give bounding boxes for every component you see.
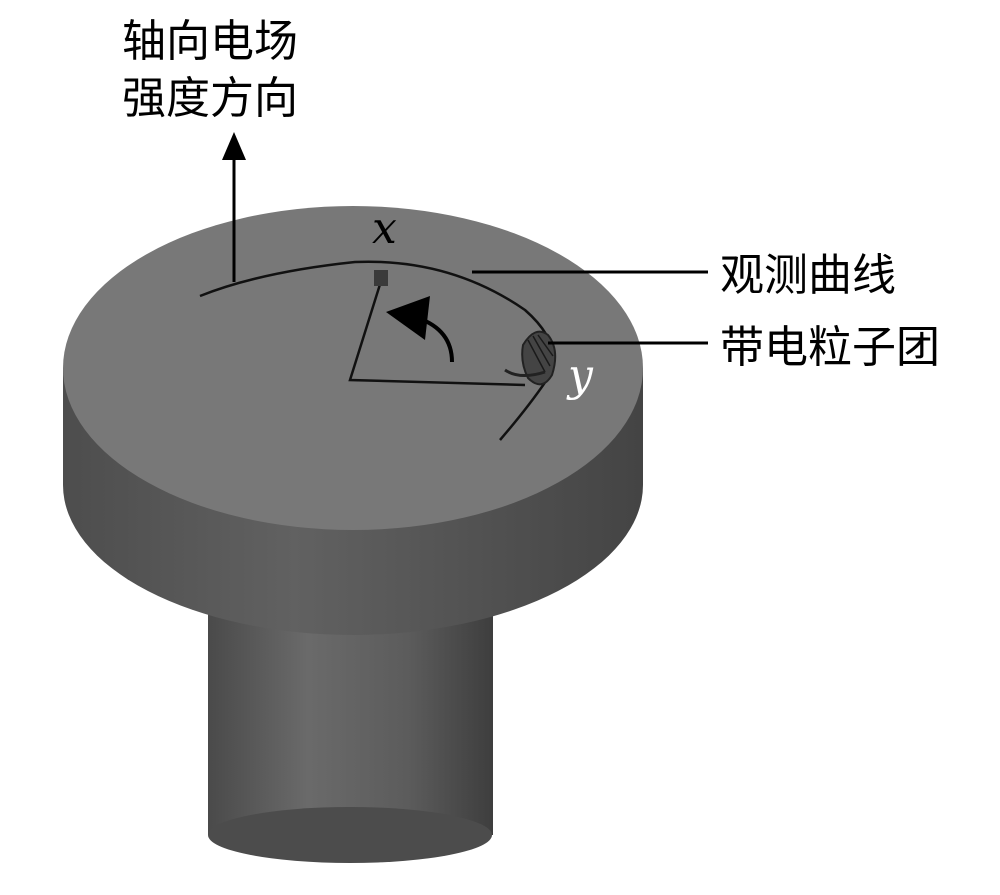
field-direction-label-line1: 轴向电场 — [122, 16, 298, 67]
sector-radius-lines — [348, 277, 526, 387]
particle-cluster-label: 带电粒子团 — [720, 322, 940, 373]
field-direction-arrow-icon — [222, 132, 246, 282]
marker-x-point — [374, 270, 388, 286]
observation-curve-label: 观测曲线 — [720, 250, 896, 301]
rotation-arrow-icon — [386, 296, 454, 363]
axis-y-label: y — [566, 350, 594, 401]
particle-cluster-shape — [504, 330, 557, 386]
axis-x-label: x — [372, 203, 397, 254]
field-direction-label-line2: 强度方向 — [122, 73, 298, 124]
